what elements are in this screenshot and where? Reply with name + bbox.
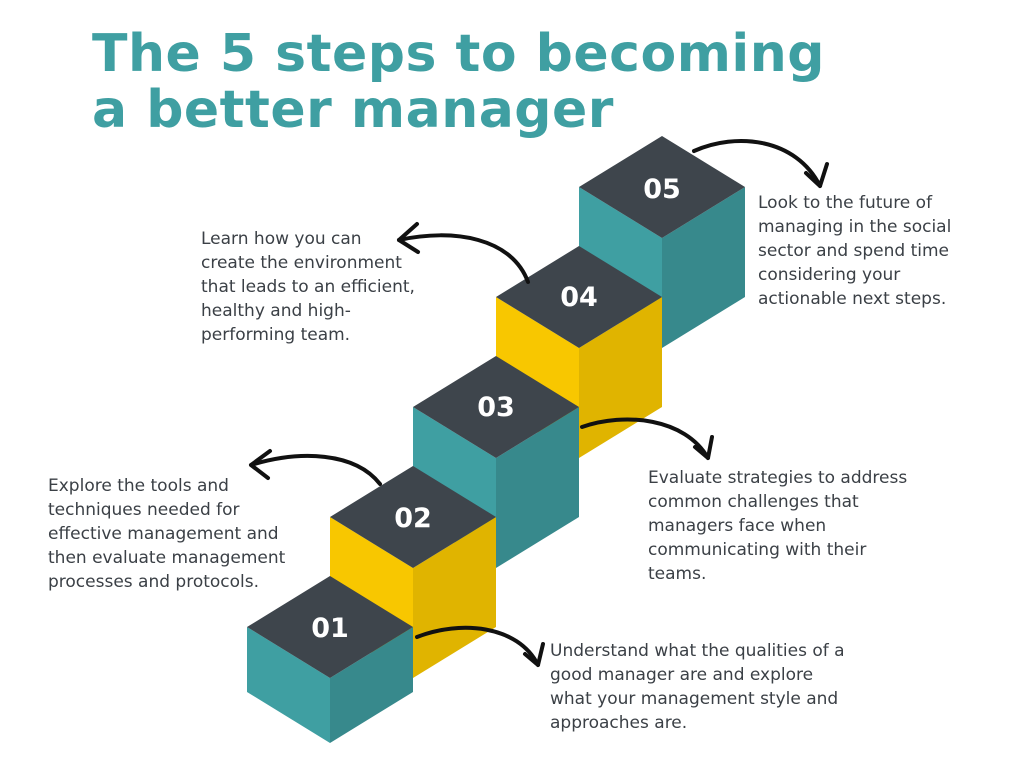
page-title: The 5 steps to becoming a better manager [92, 26, 825, 138]
step-block-05: 05 [579, 136, 745, 348]
step-03-right-face [496, 407, 579, 568]
step-03-description-line: managers face when [648, 516, 827, 536]
step-01-description-line: approaches are. [550, 713, 688, 733]
step-03-description-line: common challenges that [648, 492, 859, 512]
step-03-top-face [413, 356, 579, 458]
step-04-right-face [579, 297, 662, 458]
title-line-1: The 5 steps to becoming [92, 24, 825, 84]
step-03-number: 03 [477, 392, 515, 423]
step-block-02: 02 [330, 466, 496, 678]
arrow-icon-step-01 [415, 625, 545, 667]
step-01-description: Understand what the qualities of a good … [550, 639, 845, 735]
step-03-description-line: communicating with their [648, 540, 867, 560]
step-04-top-face [496, 246, 662, 348]
step-02-description-line: effective management and [48, 524, 279, 544]
step-02-description-line: techniques needed for [48, 500, 240, 520]
step-01-description-line: Understand what the qualities of a [550, 641, 845, 661]
step-02-description-line: Explore the tools and [48, 476, 229, 496]
step-01-right-face [330, 627, 413, 743]
step-05-description: Look to the future of managing in the so… [758, 191, 951, 311]
step-05-description-line: Look to the future of [758, 193, 933, 213]
step-02-right-face [413, 517, 496, 678]
step-04-description-line: healthy and high- [201, 301, 351, 321]
step-04-description-line: that leads to an efficient, [201, 277, 415, 297]
arrow-icon-step-02 [249, 449, 382, 486]
step-03-description: Evaluate strategies to address common ch… [648, 466, 907, 586]
step-05-description-line: considering your [758, 265, 901, 285]
step-block-01: 01 [247, 576, 413, 743]
step-01-number: 01 [311, 613, 349, 644]
step-02-description-line: processes and protocols. [48, 572, 260, 592]
step-03-description-line: teams. [648, 564, 707, 584]
step-05-description-line: actionable next steps. [758, 289, 947, 309]
step-04-description-line: Learn how you can [201, 229, 362, 249]
step-04-number: 04 [560, 282, 598, 313]
step-05-description-line: sector and spend time [758, 241, 949, 261]
step-05-description-line: managing in the social [758, 217, 952, 237]
step-02-number: 02 [394, 503, 432, 534]
step-05-top-face [579, 136, 745, 238]
step-04-description-line: performing team. [201, 325, 351, 345]
step-02-top-face [330, 466, 496, 568]
step-04-description: Learn how you can create the environment… [201, 227, 415, 347]
step-01-top-face [247, 576, 413, 678]
arrow-icon-step-03 [580, 417, 714, 460]
step-03-description-line: Evaluate strategies to address [648, 468, 908, 488]
step-04-description-line: create the environment [201, 253, 402, 273]
step-01-description-line: what your management style and [550, 689, 839, 709]
step-02-description: Explore the tools and techniques needed … [48, 474, 285, 594]
step-05-right-face [662, 187, 745, 348]
step-01-description-line: good manager are and explore [550, 665, 814, 685]
title-line-2: a better manager [92, 80, 614, 140]
arrow-icon-step-04 [397, 222, 530, 284]
step-01-left-face [247, 627, 330, 743]
step-05-number: 05 [643, 174, 681, 205]
arrow-icon-step-05 [692, 139, 829, 188]
step-02-description-line: then evaluate management [48, 548, 286, 568]
